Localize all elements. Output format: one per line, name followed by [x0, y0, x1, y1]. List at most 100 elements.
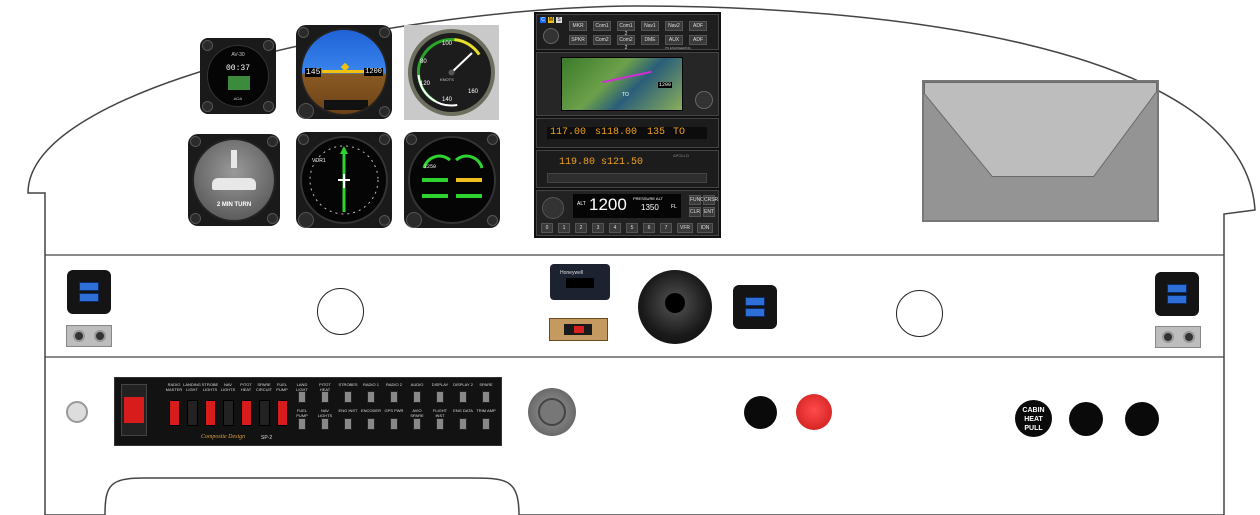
toggle-bottom-label-6: FLIGHT INST	[432, 408, 448, 418]
xpdr-key-0[interactable]: 0	[541, 223, 553, 233]
rocker-fuel-pump[interactable]	[277, 400, 288, 426]
ignition-key-switch[interactable]	[66, 401, 88, 423]
toggle-top-label-5: AUDIO	[410, 382, 424, 387]
hobbs-meter: Honeywell	[550, 264, 610, 300]
toggle-bottom-4[interactable]	[390, 418, 398, 430]
toggle-bottom-label-8: TRIM AMP	[476, 408, 496, 413]
rocker-label-3: NAV LIGHTS	[220, 382, 236, 392]
toggle-top-label-7: DISPLAY 2	[453, 382, 473, 387]
hsi-knob[interactable]	[298, 212, 314, 228]
toggle-top-8[interactable]	[482, 391, 490, 403]
audio-volume-knob[interactable]	[543, 28, 559, 44]
rocker-nav-lights[interactable]	[223, 400, 234, 426]
rocker-landing-light[interactable]	[187, 400, 198, 426]
audio-btn-com2[interactable]: Com2	[593, 35, 611, 45]
xpdr-key-6[interactable]: 6	[643, 223, 655, 233]
audio-btn-adf-2[interactable]: ADF	[689, 35, 707, 45]
xpdr-key-4[interactable]: 4	[609, 223, 621, 233]
glove-box-lid-icon	[924, 82, 1157, 220]
toggle-bottom-7[interactable]	[459, 418, 467, 430]
audio-btn-com1-2[interactable]: Com1 2	[617, 21, 635, 37]
control-knob-3[interactable]	[1125, 402, 1159, 436]
gps-waypoint: TO	[622, 92, 629, 98]
aoa-value: 00:37	[225, 64, 250, 73]
rocker-label-4: PITOT HEAT	[240, 382, 252, 392]
asi-mark-0: 80	[420, 59, 427, 65]
xpdr-code: 1200	[589, 195, 627, 214]
mixture-knob[interactable]	[744, 396, 777, 429]
toggle-top-4[interactable]	[390, 391, 398, 403]
rocker-radio-master[interactable]	[169, 400, 180, 426]
toggle-bottom-5[interactable]	[413, 418, 421, 430]
throttle-knob[interactable]	[528, 388, 576, 436]
breaker-switch[interactable]	[549, 318, 608, 341]
toggle-top-2[interactable]	[344, 391, 352, 403]
xpdr-key-vfr[interactable]: VFR	[677, 223, 693, 233]
transponder-dpad[interactable]	[542, 197, 564, 219]
xpdr-key-idn[interactable]: IDN	[697, 223, 713, 233]
navcom-radial: 135	[647, 127, 666, 138]
gps-knob[interactable]	[695, 91, 713, 109]
red-control-knob[interactable]	[796, 394, 832, 430]
audio-btn-com1[interactable]: Com1	[593, 21, 611, 31]
audio-btn-nav2[interactable]: Nav2	[665, 21, 683, 31]
xpdr-crsr[interactable]: CRSR	[703, 195, 719, 205]
rocker-strobe-lights[interactable]	[205, 400, 216, 426]
audio-btn-mkr[interactable]: MKR	[569, 21, 587, 31]
xpdr-clr[interactable]: CLR	[689, 207, 701, 217]
toggle-top-1[interactable]	[321, 391, 329, 403]
control-stick-boot[interactable]	[638, 270, 712, 344]
toggle-top-label-2: STROBES	[338, 382, 358, 387]
toggle-bottom-1[interactable]	[321, 418, 329, 430]
cabin-heat-knob[interactable]: CABIN HEAT PULL	[1015, 400, 1052, 437]
toggle-top-5[interactable]	[413, 391, 421, 403]
toggle-bottom-3[interactable]	[367, 418, 375, 430]
usb-charger-center[interactable]	[733, 285, 777, 329]
headset-jacks-left[interactable]	[66, 325, 112, 347]
toggle-bottom-8[interactable]	[482, 418, 490, 430]
xpdr-func[interactable]: FUNC	[689, 195, 704, 205]
asi-mark-1: 100	[442, 41, 453, 47]
control-knob-2[interactable]	[1069, 402, 1103, 436]
toggle-bottom-label-3: ENCODER	[360, 408, 381, 413]
toggle-top-0[interactable]	[298, 391, 306, 403]
master-switch[interactable]	[121, 384, 147, 436]
glove-box[interactable]	[922, 80, 1159, 222]
airspeed-indicator: 80 100 120 140 160 KNOTS	[404, 25, 499, 120]
toggle-bottom-6[interactable]	[436, 418, 444, 430]
toggle-bottom-0[interactable]	[298, 418, 306, 430]
rocker-pitot-heat[interactable]	[241, 400, 252, 426]
usb-charger-left[interactable]	[67, 270, 111, 314]
audio-btn-aux[interactable]: AUX	[665, 35, 683, 45]
audio-btn-spkr[interactable]: SPKR	[569, 35, 587, 45]
xpdr-key-3[interactable]: 3	[592, 223, 604, 233]
xpdr-key-1[interactable]: 1	[558, 223, 570, 233]
toggle-top-3[interactable]	[367, 391, 375, 403]
audio-btn-com2-2[interactable]: Com2 2	[617, 35, 635, 51]
pfd-knob[interactable]	[298, 103, 314, 119]
headset-jacks-right[interactable]	[1155, 326, 1201, 348]
xpdr-label: PRESSURE ALT	[633, 196, 663, 201]
com-active: 119.80	[559, 157, 596, 168]
aoa-title: AV-30	[231, 52, 245, 58]
toggle-top-7[interactable]	[459, 391, 467, 403]
xpdr-key-5[interactable]: 5	[626, 223, 638, 233]
xpdr-key-7[interactable]: 7	[660, 223, 672, 233]
usb-charger-right[interactable]	[1155, 272, 1199, 316]
audio-btn-dme[interactable]: DME	[641, 35, 659, 45]
xpdr-ent[interactable]: ENT	[703, 207, 715, 217]
hsi-source: VOR1	[312, 158, 326, 164]
xpdr-key-2[interactable]: 2	[575, 223, 587, 233]
engine-knob[interactable]	[406, 212, 422, 228]
toggle-bottom-2[interactable]	[344, 418, 352, 430]
audio-btn-adf[interactable]: ADF	[689, 21, 707, 31]
audio-btn-nav1[interactable]: Nav1	[641, 21, 659, 31]
avionics-stack: C M S MKR Com1 Com1 2 Nav1 Nav2 ADF SPKR…	[534, 12, 721, 238]
rocker-label-6: FUEL PUMP	[276, 382, 288, 392]
nav-com-unit: 117.00 s118.00 135 TO	[536, 118, 719, 148]
rocker-spare-circuit[interactable]	[259, 400, 270, 426]
toggle-top-6[interactable]	[436, 391, 444, 403]
airspeed-arcs-icon	[417, 38, 486, 107]
toggle-top-label-0: LAND LIGHT	[296, 382, 308, 392]
navcom-tofrom: TO	[673, 127, 686, 138]
